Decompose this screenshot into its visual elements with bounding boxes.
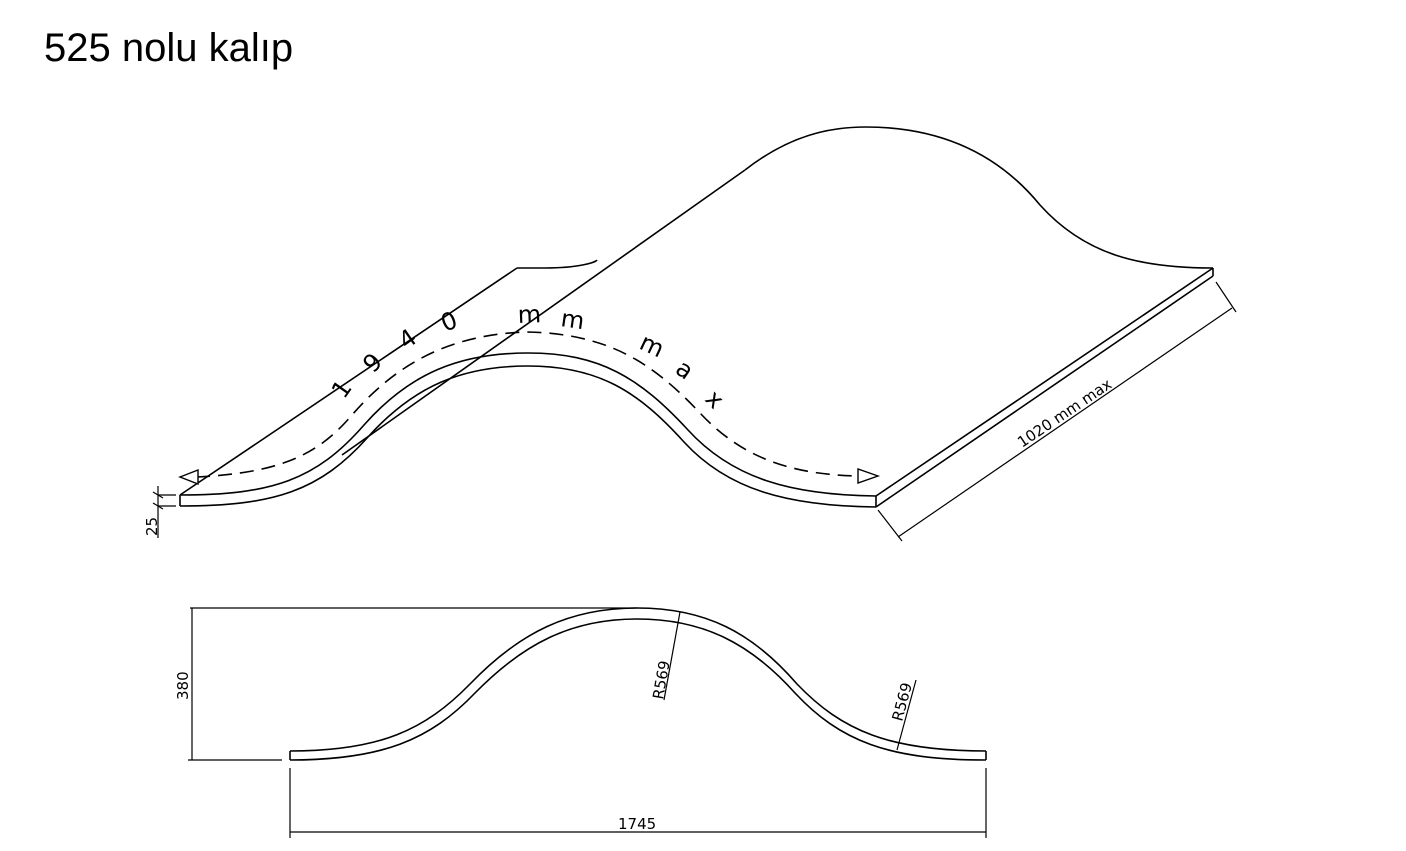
radius-right-label: R569 <box>888 681 915 723</box>
arc-char: a <box>671 354 699 385</box>
right-receding-edge-top <box>875 267 1214 497</box>
thickness-dimension: 25 <box>143 486 176 538</box>
profile-outer-curve <box>289 607 987 752</box>
right-receding-edge-bottom <box>875 275 1214 508</box>
width-label: 1020 mm max <box>1014 375 1115 451</box>
front-profile-bottom <box>179 365 877 508</box>
span-dimension: 1745 <box>289 768 987 838</box>
profile-view: 380 1745 R569 R569 <box>174 607 987 838</box>
height-label: 380 <box>174 671 192 700</box>
arc-arrow-left <box>178 468 199 486</box>
arc-arrow-right <box>857 468 881 484</box>
arc-char: 9 <box>357 348 388 379</box>
span-label: 1745 <box>618 815 656 833</box>
radius-right-dimension: R569 <box>888 679 917 751</box>
arc-char: m <box>559 304 586 335</box>
ridge-receding-edge <box>341 169 746 456</box>
arc-char: 4 <box>393 323 422 355</box>
isometric-view: 1 9 4 0 m m m a x 1020 mm max 25 <box>143 126 1237 542</box>
arc-length-dimension-line <box>195 331 861 478</box>
profile-inner-curve <box>289 618 987 761</box>
width-dimension: 1020 mm max <box>877 281 1237 542</box>
back-profile <box>517 126 1214 269</box>
page-title: 525 nolu kalıp <box>44 26 294 70</box>
arc-char: m <box>635 328 668 363</box>
front-profile-top <box>179 352 877 497</box>
radius-top-dimension: R569 <box>649 611 681 701</box>
height-dimension: 380 <box>174 607 637 761</box>
radius-top-label: R569 <box>649 659 674 701</box>
arc-char: m <box>517 300 541 329</box>
thickness-label: 25 <box>143 517 161 536</box>
arc-char: x <box>700 384 730 414</box>
arc-length-label: 1 9 4 0 m m m a x <box>326 300 730 414</box>
arc-char: 0 <box>437 306 462 338</box>
left-receding-edge <box>179 267 518 496</box>
